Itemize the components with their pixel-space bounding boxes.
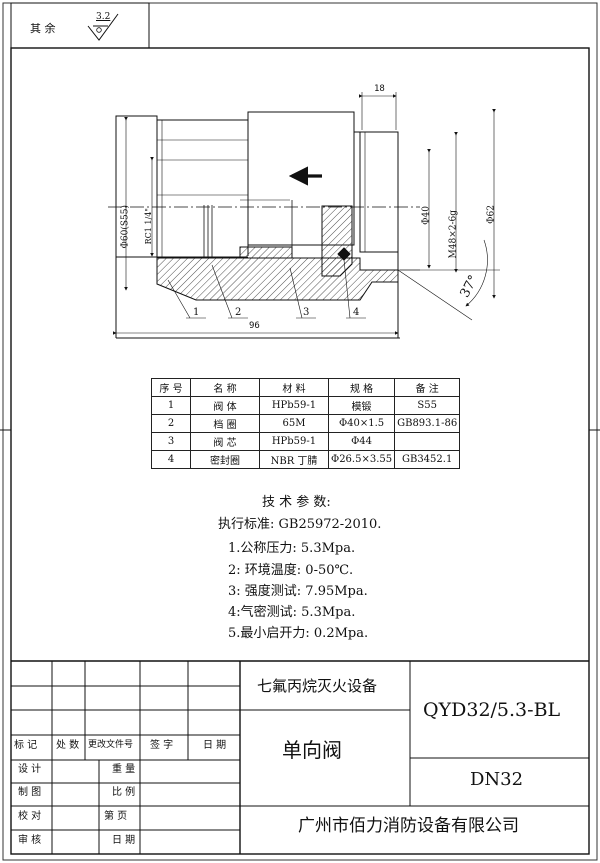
- cell: NBR 丁腈: [259, 450, 329, 469]
- part-name: 单向阀: [282, 738, 342, 762]
- cell: 档 圈: [190, 414, 260, 433]
- tech-standard: 执行标准: GB25972-2010.: [218, 517, 382, 532]
- balloon-1: 1: [193, 307, 200, 318]
- tech-item: 4:气密测试: 5.3Mpa.: [228, 605, 356, 620]
- cell: Φ40×1.5: [327, 414, 396, 433]
- table-row: 3 阀 芯 HPb59-1 Φ44: [151, 432, 461, 451]
- cell: 65M: [259, 414, 329, 433]
- company-name: 广州市佰力消防设备有限公司: [298, 816, 519, 836]
- rev-header: 签 字: [150, 740, 174, 751]
- cell: 密封圈: [190, 450, 260, 469]
- drawing-code: QYD32/5.3-BL: [423, 699, 561, 721]
- left-label: 设 计: [18, 764, 42, 775]
- product-name: 七氟丙烷灭火设备: [257, 677, 378, 695]
- cell: Φ26.5×3.55: [327, 450, 396, 469]
- balloon-3: 3: [303, 307, 310, 318]
- inner-border: [10, 47, 590, 855]
- table-row: 4 密封圈 NBR 丁腈 Φ26.5×3.55 GB3452.1: [151, 450, 461, 469]
- cell: 阀 芯: [190, 432, 260, 451]
- cell: 4: [151, 450, 191, 469]
- rev-header: 日 期: [203, 740, 227, 751]
- cell: 阀 体: [190, 396, 260, 415]
- table-row: 1 阀 体 HPb59-1 模锻 S55: [151, 396, 461, 415]
- mid-label: 第 页: [104, 811, 128, 822]
- roughness-symbol: [87, 13, 119, 41]
- parts-table: 序 号 名 称 材 料 规 格 备 注 1 阀 体 HPb59-1 模锻 S55…: [151, 378, 461, 469]
- cell: 模锻: [327, 396, 396, 415]
- nominal-size: DN32: [470, 769, 524, 790]
- parts-header-row: 序 号 名 称 材 料 规 格 备 注: [151, 378, 461, 397]
- dim-left-outer: Φ60(S55): [120, 205, 131, 249]
- col-header: 规 格: [327, 378, 396, 397]
- rev-header: 更改文件号: [88, 740, 134, 750]
- col-header: 备 注: [394, 378, 461, 397]
- table-row: 2 档 圈 65M Φ40×1.5 GB893.1-86: [151, 414, 461, 433]
- left-label: 制 图: [18, 787, 42, 798]
- dim-bore: Φ40: [421, 206, 432, 225]
- col-header: 序 号: [151, 378, 191, 397]
- tech-item: 2: 环境温度: 0-50℃.: [228, 563, 354, 578]
- cell: Φ44: [327, 432, 396, 451]
- tech-item: 5.最小启开力: 0.2Mpa.: [228, 626, 369, 641]
- tech-title: 技 术 参 数:: [262, 495, 331, 510]
- col-header: 材 料: [259, 378, 329, 397]
- rev-header: 处 数: [56, 740, 80, 751]
- title-block-grid: [11, 660, 589, 854]
- valve-section-drawing: [108, 111, 420, 339]
- dim-length: 96: [249, 321, 260, 331]
- balloon-4: 4: [353, 307, 360, 318]
- mid-label: 日 期: [112, 835, 136, 846]
- roughness-value: 3.2: [96, 12, 111, 22]
- cell: 3: [151, 432, 191, 451]
- cell: GB3452.1: [394, 450, 461, 469]
- mid-label: 比 例: [112, 787, 136, 798]
- col-header: 名 称: [190, 378, 260, 397]
- left-label: 审 核: [18, 835, 42, 846]
- dim-right-outer: Φ62: [486, 205, 497, 224]
- cell: [394, 432, 461, 451]
- balloon-2: 2: [235, 307, 242, 318]
- cell: GB893.1-86: [394, 414, 461, 433]
- mid-label: 重 量: [112, 764, 136, 775]
- cell: HPb59-1: [259, 396, 329, 415]
- dim-left-thread: RC1 1/4": [144, 208, 153, 245]
- cell: HPb59-1: [259, 432, 329, 451]
- cell: S55: [394, 396, 461, 415]
- cell: 1: [151, 396, 191, 415]
- left-label: 校 对: [18, 811, 42, 822]
- corner-label: 其 余: [30, 22, 56, 35]
- corner-box: [10, 2, 150, 49]
- cell: 2: [151, 414, 191, 433]
- rev-header: 标 记: [14, 740, 38, 751]
- dim-thread: M48×2-6g: [448, 210, 459, 259]
- dim-top: 18: [374, 84, 385, 94]
- tech-item: 1.公称压力: 5.3Mpa.: [228, 541, 356, 556]
- tech-item: 3: 强度测试: 7.95Mpa.: [228, 584, 368, 599]
